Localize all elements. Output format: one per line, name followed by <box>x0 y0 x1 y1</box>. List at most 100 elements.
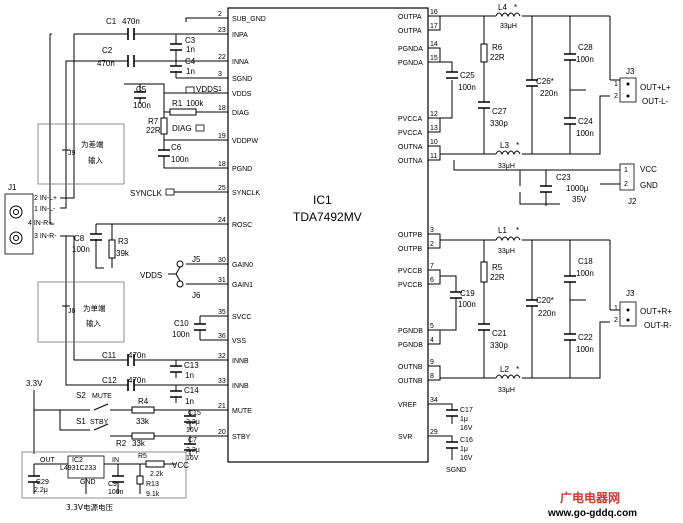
out-l-minus: OUT-L- <box>642 97 669 106</box>
j6-label: J6 <box>192 291 201 300</box>
r5b-label: R5 <box>138 453 147 460</box>
r1-label: R1 <box>172 99 183 108</box>
ic1-left-pin-num: 20 <box>218 429 226 436</box>
r2-value: 33k <box>132 439 146 448</box>
ic1-left-pin-num: 30 <box>218 257 226 264</box>
c5-label: C5 <box>136 85 147 94</box>
ic1-right-pin-name: PVCCA <box>398 130 422 137</box>
ic1-right-pin-name: VREF <box>398 402 417 409</box>
c27-label: C27 <box>492 107 507 116</box>
c26-value: 220n <box>540 89 558 98</box>
j9-text1: 为差端 <box>81 139 104 149</box>
s2-label: S2 <box>76 391 86 400</box>
psu-box <box>21 451 187 499</box>
ic1-right-pin-name: PVCCB <box>398 282 422 289</box>
ic1-right-pin-num: 34 <box>430 397 438 404</box>
ic1-name: IC1 <box>313 193 332 207</box>
c27-value: 330p <box>490 119 508 128</box>
ic1-left-pin-name: SVCC <box>232 314 251 321</box>
c1-label: C1 <box>106 17 117 26</box>
ic1-left-pin-num: 1 <box>218 86 222 93</box>
ic1-left-pin-num: 32 <box>218 353 226 360</box>
watermark-cn: 广电电器网 <box>560 490 620 505</box>
c11-label: C11 <box>102 351 117 360</box>
ic1-left-pin-name: PGND <box>232 166 252 173</box>
gnd-label: GND <box>80 479 96 486</box>
c23-value: 1000μ <box>566 184 589 193</box>
c3-label: C3 <box>185 36 196 45</box>
ic1-right-pin-name: PVCCA <box>398 116 422 123</box>
c16-value: 1μ <box>460 446 468 453</box>
l1-star: * <box>516 226 519 235</box>
c17-volt: 16V <box>460 425 473 432</box>
j3b-pin1: 1 <box>614 305 618 312</box>
c24-label: C24 <box>578 117 593 126</box>
j3b-label: J3 <box>626 289 635 298</box>
vdds-gain: VDDS <box>140 271 162 280</box>
v33-label: 3.3V <box>26 379 43 388</box>
r13-label: R13 <box>146 481 159 488</box>
r3-label: R3 <box>118 237 129 246</box>
c13-value: 1n <box>185 371 194 380</box>
c5-value: 100n <box>133 101 151 110</box>
j3b-pin2: 2 <box>614 317 618 324</box>
sgnd-label: SGND <box>446 467 466 474</box>
l2-label: L2 <box>500 365 509 374</box>
ic1-left-pin-name: VDDPW <box>232 138 258 145</box>
c7-label: C7 <box>188 437 197 444</box>
c21-value: 330p <box>490 341 508 350</box>
c22-label: C22 <box>578 333 593 342</box>
in-l-plus: 2 IN-L+ <box>34 195 57 202</box>
c4-value: 1n <box>186 67 195 76</box>
input-connector-j1: J1 2 IN-L+ 1 IN-L- 4 IN-R+ 3 IN-R- <box>4 183 57 255</box>
c28-value: 100n <box>576 55 594 64</box>
l4-star: * <box>514 3 517 12</box>
ic1-right-pin-name: PGNDA <box>398 46 423 53</box>
c29-label: C29 <box>36 479 49 486</box>
c24-value: 100n <box>576 129 594 138</box>
ic1-right-pin-num: 11 <box>430 153 437 160</box>
ic1-left-pin-num: 35 <box>218 309 226 316</box>
ic1-left-pin-num: 18 <box>218 161 226 168</box>
c8-value: 100n <box>72 245 90 254</box>
j8-label: J8 <box>68 308 76 315</box>
ic1-right-pin-name: PGNDA <box>398 60 423 67</box>
ic1-right-pin-num: 12 <box>430 111 438 118</box>
r6-value: 22R <box>490 53 505 62</box>
ic1-left-pin-name: STBY <box>232 434 251 441</box>
ic1-right-pin-num: 2 <box>430 241 434 248</box>
ic1-right-pin-num: 8 <box>430 373 434 380</box>
ic1-right-pin-num: 9 <box>430 359 434 366</box>
vcc-psu: VCC <box>172 461 189 470</box>
r7-value: 22R <box>146 126 161 135</box>
diag-label: DIAG <box>172 124 192 133</box>
ic1-right-pin-name: PGNDB <box>398 342 423 349</box>
ic1-right-pin-name: OUTPA <box>398 28 422 35</box>
c23-volt: 35V <box>572 195 587 204</box>
mute-label: MUTE <box>92 393 112 400</box>
ic1-left-pin-num: 21 <box>218 403 226 410</box>
ic1-left-pin-num: 2 <box>218 11 222 18</box>
ic1-left-pin-name: GAIN0 <box>232 262 253 269</box>
ic1-right-pin-num: 10 <box>430 139 438 146</box>
r13-value: 9.1k <box>146 491 160 498</box>
ic1-right-pin-name: PGNDB <box>398 328 423 335</box>
s1-label: S1 <box>76 417 86 426</box>
l2-star: * <box>516 365 519 374</box>
j8-text1: 为单端 <box>83 303 106 313</box>
ic1-left-pin-num: 36 <box>218 333 226 340</box>
c26-label: C26* <box>536 77 554 86</box>
c7-volt: 16V <box>186 455 199 462</box>
ic1-right-pin-num: 29 <box>430 429 438 436</box>
c9-value: 100n <box>108 489 124 496</box>
r7-label: R7 <box>148 117 159 126</box>
j8-text2: 输入 <box>86 318 101 328</box>
c2-value: 470n <box>97 59 115 68</box>
ic1-left-pin-num: 22 <box>218 54 226 61</box>
ic1-left-pin-name: VDDS <box>232 91 252 98</box>
c7-value: 2.2μ <box>186 447 200 454</box>
c17-value: 1μ <box>460 416 468 423</box>
in-l-minus: 1 IN-L- <box>34 206 56 213</box>
r5-label: R5 <box>492 263 503 272</box>
c20-label: C20* <box>536 296 554 305</box>
